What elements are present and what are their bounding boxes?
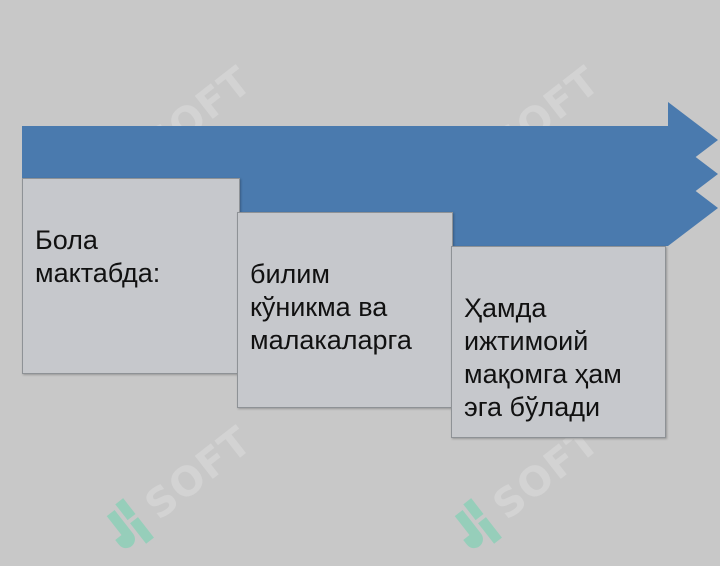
step-box-1: Бола мактабда: <box>22 178 240 374</box>
process-arrows <box>22 102 718 246</box>
step-box-3: Ҳамда ижтимоий мақомга ҳам эга бўлади <box>451 246 666 438</box>
slide: SOFT SOFT SOFT SOFT <box>22 58 718 549</box>
arrow-1 <box>22 102 718 178</box>
arrow-2 <box>237 136 718 212</box>
step-3-text: Ҳамда ижтимоий мақомга ҳам эга бўлади <box>464 293 622 422</box>
step-box-2: билим кўникма ва малакаларга <box>237 212 453 408</box>
step-1-text: Бола мактабда: <box>35 225 161 288</box>
arrow-3 <box>451 170 718 246</box>
step-2-text: билим кўникма ва малакаларга <box>250 259 412 355</box>
